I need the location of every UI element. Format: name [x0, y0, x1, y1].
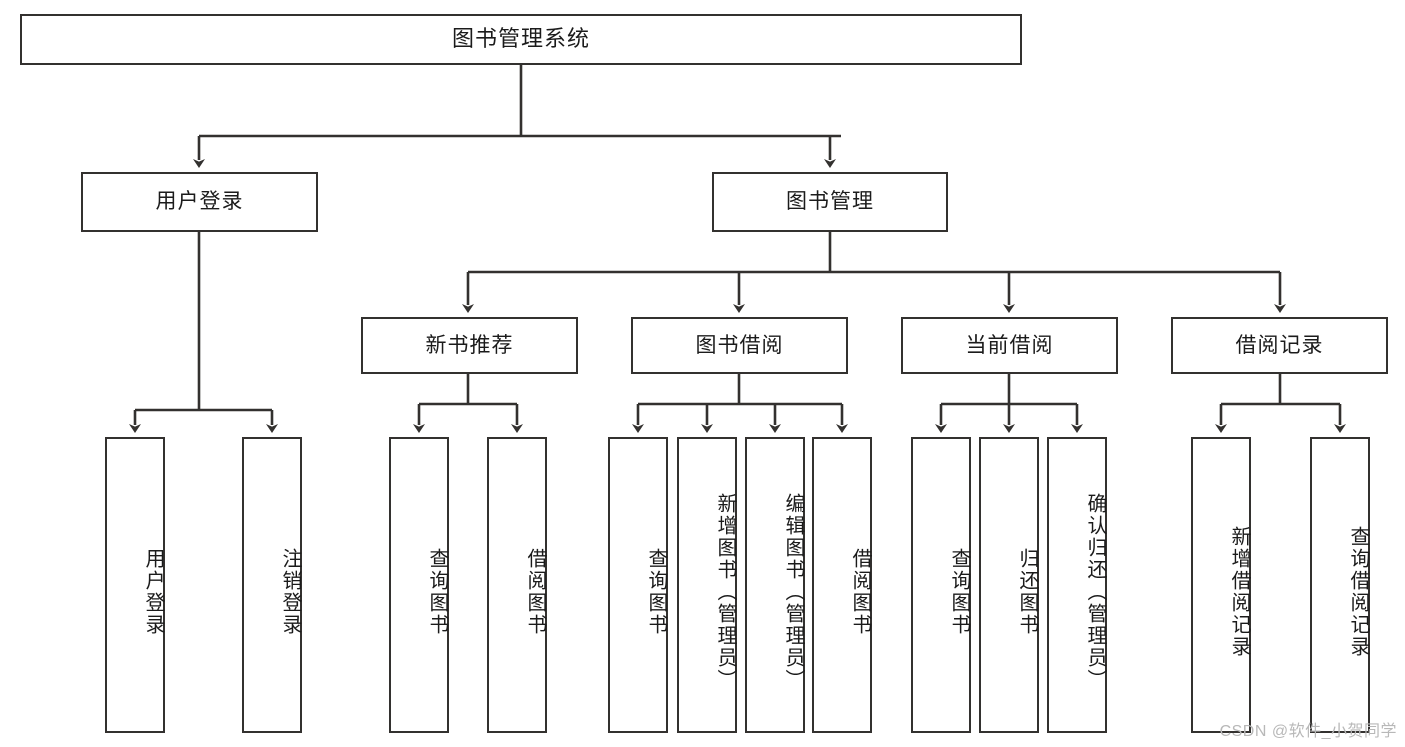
leaf-edit-book-admin-label: 编辑图书（管理员） — [782, 493, 804, 691]
leaf-borrow-book-recommend-label: 借阅图书 — [524, 548, 546, 636]
node-user-login-label: 用户登录 — [155, 190, 244, 214]
node-book-management[interactable]: 图书管理 — [712, 172, 948, 232]
leaf-query-borrow-record-label: 查询借阅记录 — [1347, 526, 1369, 658]
leaf-logout-label: 注销登录 — [279, 548, 301, 636]
leaf-return-book[interactable]: 归还图书 — [979, 437, 1039, 733]
leaf-logout[interactable]: 注销登录 — [242, 437, 302, 733]
leaf-borrow-book[interactable]: 借阅图书 — [812, 437, 872, 733]
leaf-query-book-borrow-label: 查询图书 — [645, 548, 667, 636]
leaf-query-book-borrow[interactable]: 查询图书 — [608, 437, 668, 733]
node-book-borrow-label: 图书借阅 — [695, 333, 784, 357]
leaf-add-book-admin[interactable]: 新增图书（管理员） — [677, 437, 737, 733]
leaf-user-login[interactable]: 用户登录 — [105, 437, 165, 733]
node-current-borrow-label: 当前借阅 — [965, 333, 1054, 357]
node-root-system[interactable]: 图书管理系统 — [20, 14, 1022, 65]
leaf-query-book-current[interactable]: 查询图书 — [911, 437, 971, 733]
leaf-borrow-book-recommend[interactable]: 借阅图书 — [487, 437, 547, 733]
leaf-user-login-label: 用户登录 — [142, 548, 164, 636]
watermark: CSDN @软件_小贺同学 — [1219, 723, 1397, 740]
leaf-confirm-return-admin-label: 确认归还（管理员） — [1084, 493, 1106, 691]
leaf-confirm-return-admin[interactable]: 确认归还（管理员） — [1047, 437, 1107, 733]
node-book-borrow[interactable]: 图书借阅 — [631, 317, 848, 374]
node-new-book-recommend-label: 新书推荐 — [425, 333, 514, 357]
leaf-query-book-recommend[interactable]: 查询图书 — [389, 437, 449, 733]
node-user-login[interactable]: 用户登录 — [81, 172, 318, 232]
leaf-add-borrow-record[interactable]: 新增借阅记录 — [1191, 437, 1251, 733]
leaf-edit-book-admin[interactable]: 编辑图书（管理员） — [745, 437, 805, 733]
node-new-book-recommend[interactable]: 新书推荐 — [361, 317, 578, 374]
leaf-query-book-current-label: 查询图书 — [948, 548, 970, 636]
node-book-management-label: 图书管理 — [786, 190, 874, 214]
leaf-add-borrow-record-label: 新增借阅记录 — [1228, 526, 1250, 658]
node-current-borrow[interactable]: 当前借阅 — [901, 317, 1118, 374]
leaf-query-borrow-record[interactable]: 查询借阅记录 — [1310, 437, 1370, 733]
leaf-add-book-admin-label: 新增图书（管理员） — [714, 493, 736, 691]
leaf-query-book-recommend-label: 查询图书 — [426, 548, 448, 636]
node-root-system-label: 图书管理系统 — [451, 26, 590, 52]
leaf-borrow-book-label: 借阅图书 — [849, 548, 871, 636]
node-borrow-records[interactable]: 借阅记录 — [1171, 317, 1388, 374]
leaf-return-book-label: 归还图书 — [1016, 548, 1038, 636]
node-borrow-records-label: 借阅记录 — [1235, 333, 1324, 357]
